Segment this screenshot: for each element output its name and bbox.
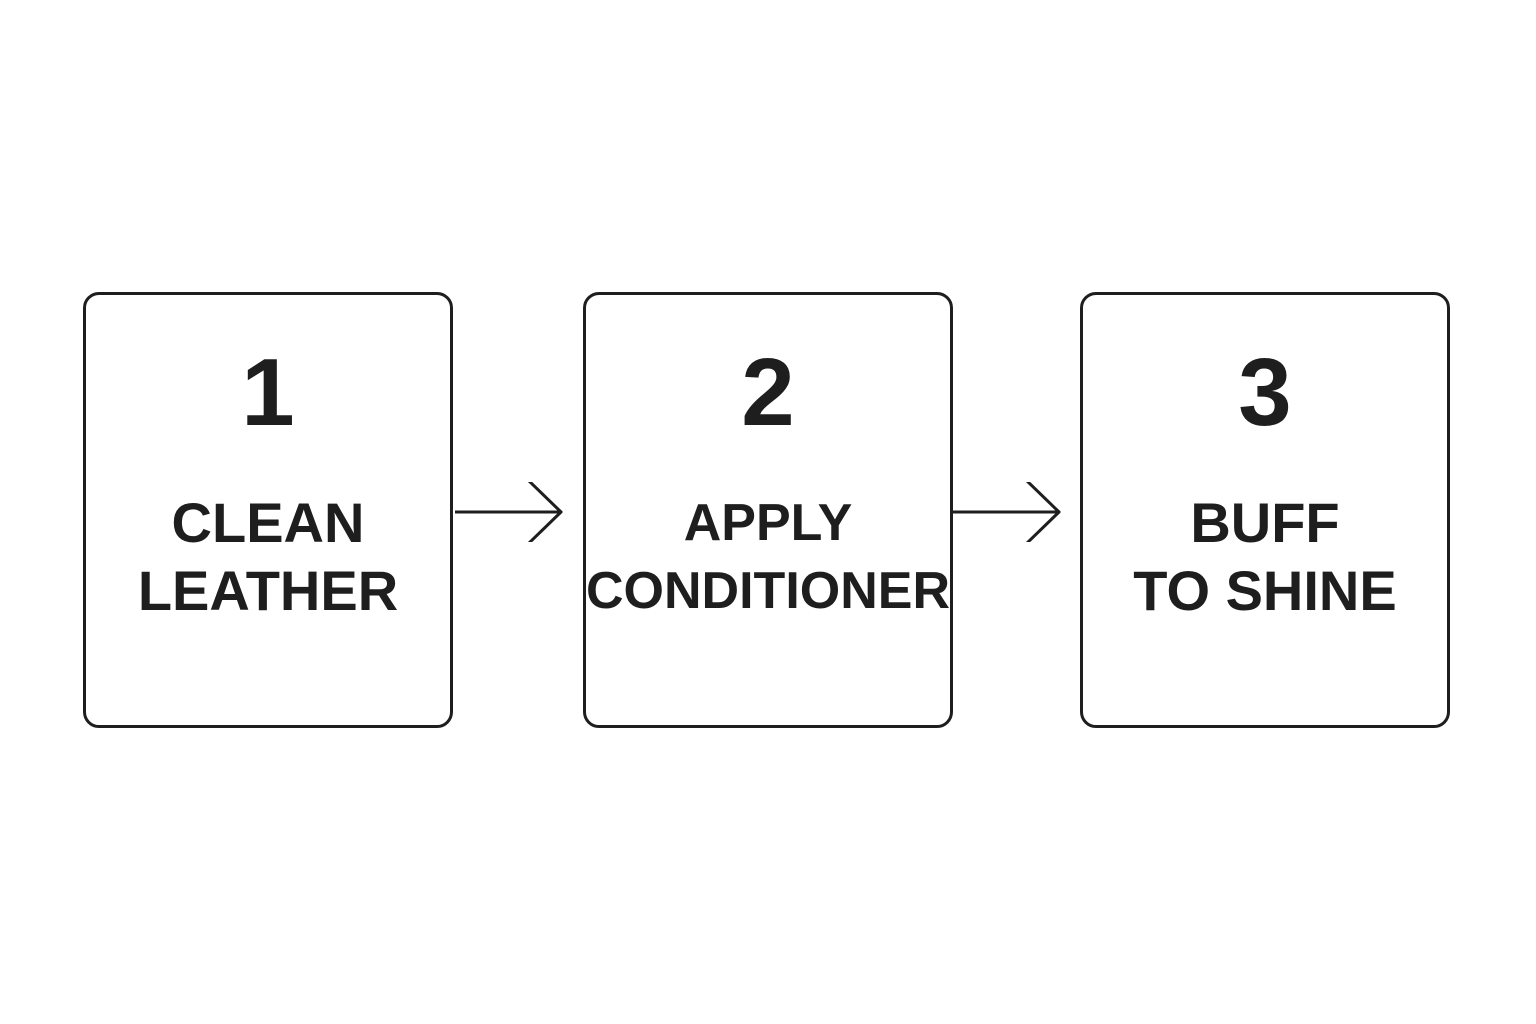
step-box-1: 1 CLEAN LEATHER (83, 292, 453, 728)
step-number-3: 3 (1238, 339, 1292, 446)
step-label-3-line-1: BUFF (1190, 491, 1340, 554)
step-label-1-line-2: LEATHER (137, 559, 399, 622)
step-number-1: 1 (241, 339, 295, 446)
step-label-3-line-2: TO SHINE (1133, 559, 1397, 622)
step-box-3: 3 BUFF TO SHINE (1080, 292, 1450, 728)
step-number-2: 2 (741, 339, 795, 446)
step-label-2: APPLY CONDITIONER (576, 489, 960, 625)
step-label-3: BUFF TO SHINE (1073, 489, 1457, 625)
step-label-1: CLEAN LEATHER (76, 489, 460, 625)
step-label-1-line-1: CLEAN (171, 491, 365, 554)
step-label-2-line-2: CONDITIONER (586, 562, 950, 620)
arrow-right-icon (953, 482, 1061, 542)
arrow-right-icon (455, 482, 563, 542)
step-box-2: 2 APPLY CONDITIONER (583, 292, 953, 728)
step-label-2-line-1: APPLY (683, 494, 853, 552)
